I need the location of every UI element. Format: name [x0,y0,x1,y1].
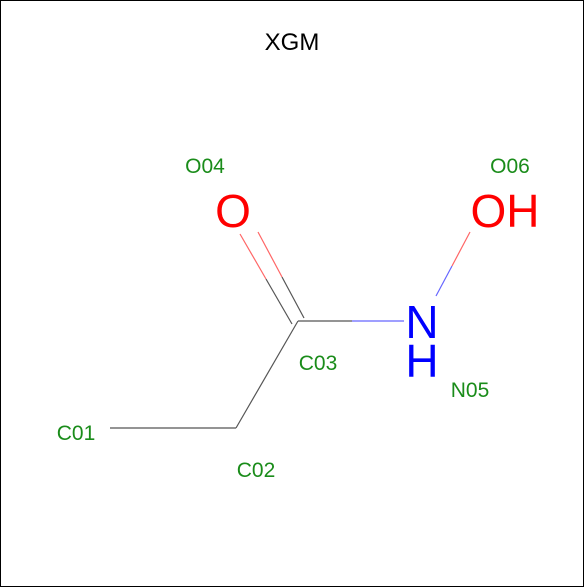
bond-c03-o04-a-oxy [239,233,267,280]
bonds-layer [110,231,471,429]
bond-n05-o06-oxy [451,231,471,267]
bond-c02-c03 [235,320,299,429]
atom-label-c01: C01 [57,422,96,445]
bond-c03-o04-b-oxy [257,231,283,278]
atom-symbol-o04: O [215,185,251,237]
atom-label-c03: C03 [299,352,338,375]
atom-symbol-n05-h: H [405,335,438,387]
atom-label-o06: O06 [490,155,530,178]
bond-n05-o06-nitro [435,265,453,297]
bond-c03-o04-a [265,278,293,325]
atom-symbol-o06: OH [471,185,540,237]
diagram-title: XGM [265,29,320,56]
atom-symbol-n05: N [405,296,438,348]
atom-label-n05: N05 [451,379,490,402]
atom-label-c02: C02 [237,459,276,482]
bond-c03-o04-b [281,276,305,319]
atom-label-o04: O04 [185,155,225,178]
